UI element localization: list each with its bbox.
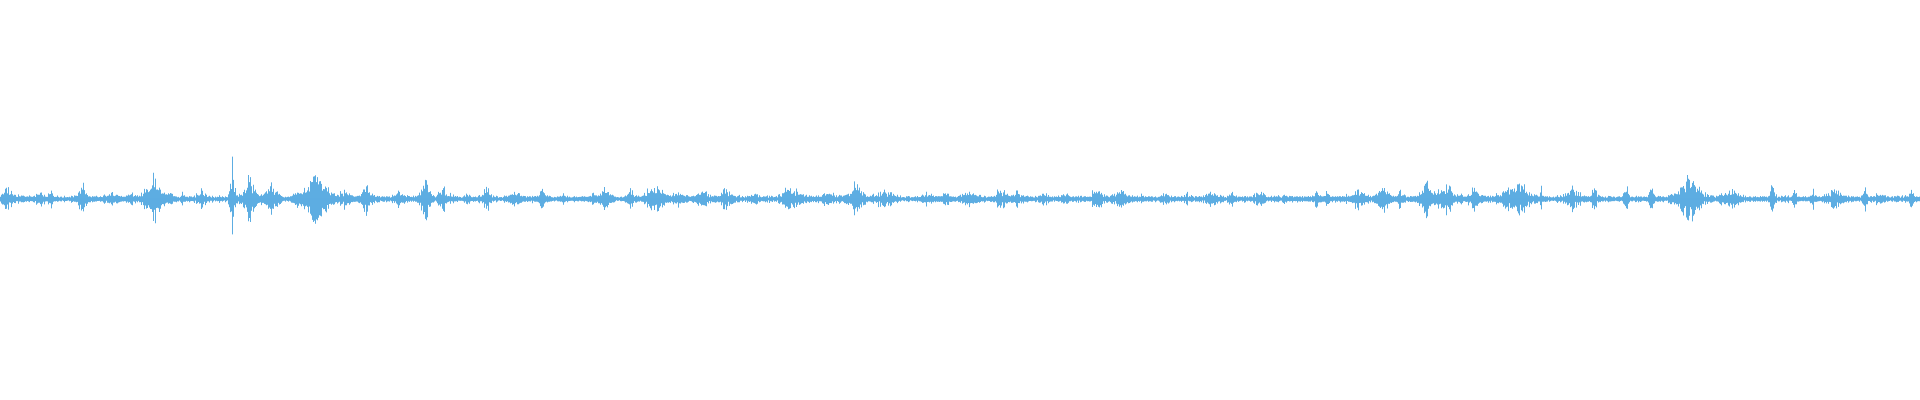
waveform-samples [0,156,1920,235]
